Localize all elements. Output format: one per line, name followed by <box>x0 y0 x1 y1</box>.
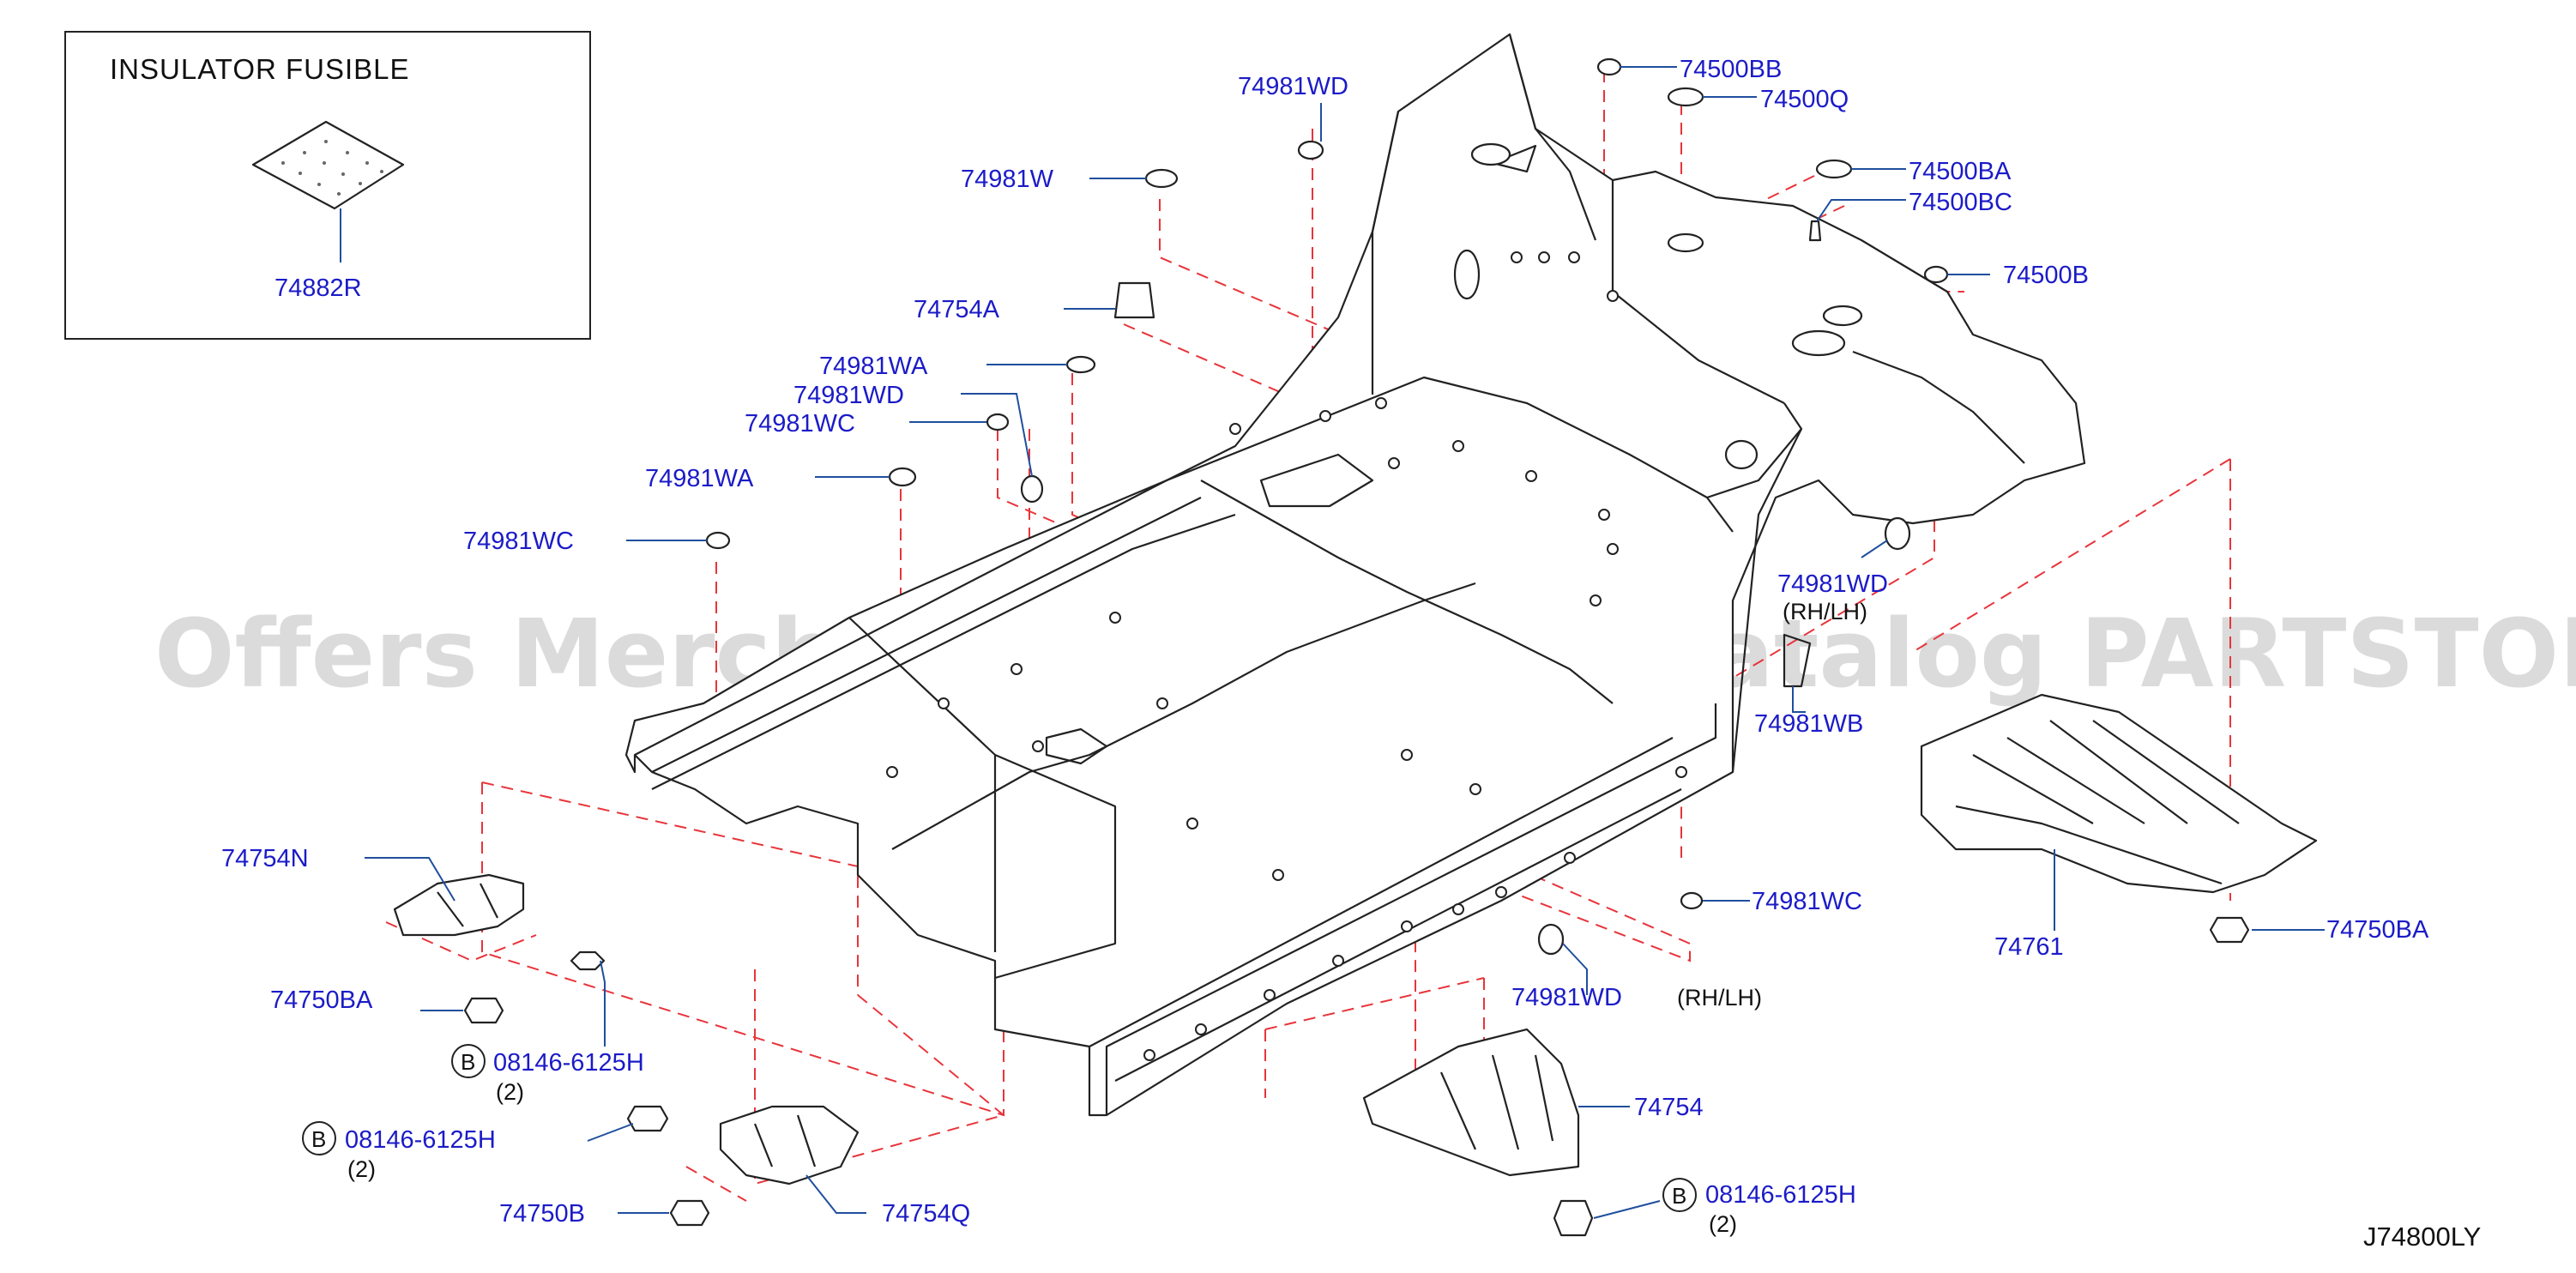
callout-74750B[interactable]: 74750B <box>499 1200 585 1228</box>
plug-74981WD-low-icon <box>1537 923 1565 956</box>
bolt-qty-1: (2) <box>496 1079 524 1105</box>
bolt-qty-2: (2) <box>347 1156 376 1182</box>
callout-74500BB[interactable]: 74500BB <box>1680 56 1782 83</box>
bolt-callout-1: B 08146-6125H (2) <box>451 1044 644 1105</box>
nut-74750BA-right-icon <box>2209 916 2250 944</box>
callout-74981WD-rh[interactable]: 74981WD <box>1777 570 1888 598</box>
leader-lines <box>365 66 2325 1219</box>
callout-74981WD-low[interactable]: 74981WD <box>1511 984 1622 1011</box>
callout-74754N[interactable]: 74754N <box>221 845 309 872</box>
callout-74761[interactable]: 74761 <box>1994 933 2064 961</box>
callout-74500BC[interactable]: 74500BC <box>1909 189 2012 216</box>
callout-74754A[interactable]: 74754A <box>914 296 1000 323</box>
plug-74981WD-2-icon <box>1020 474 1044 504</box>
callout-74500Q[interactable]: 74500Q <box>1760 86 1849 113</box>
bolt-marker-icon <box>302 1121 336 1155</box>
bolt-upper-left-icon <box>570 950 606 971</box>
plug-74981WC-2-icon <box>705 531 731 550</box>
callout-74981WB[interactable]: 74981WB <box>1754 710 1863 738</box>
floor-panel <box>624 33 2086 1117</box>
plug-74981WC-1-icon <box>986 413 1010 431</box>
callout-74981WC-2[interactable]: 74981WC <box>463 528 574 555</box>
plug-74500BA-icon <box>1815 159 1853 179</box>
insulator-74761-icon <box>1920 693 2318 894</box>
callout-74981W[interactable]: 74981W <box>961 166 1054 193</box>
callout-74754Q[interactable]: 74754Q <box>882 1200 970 1228</box>
insulator-74754Q-icon <box>719 1105 860 1186</box>
callout-74750BA-right[interactable]: 74750BA <box>2326 916 2429 944</box>
nut-74750BA-left-icon <box>463 997 504 1024</box>
callout-bolt-1[interactable]: 08146-6125H <box>493 1049 644 1077</box>
clip-74500BC-icon <box>1808 220 1822 242</box>
callout-bolt-2[interactable]: 08146-6125H <box>345 1126 496 1154</box>
callout-74500B[interactable]: 74500B <box>2003 262 2089 289</box>
inset-title: INSULATOR FUSIBLE <box>110 53 410 85</box>
callout-74981WA-2[interactable]: 74981WA <box>645 465 754 492</box>
bolt-lower-left-icon <box>626 1105 669 1132</box>
plug-74981WA-1-icon <box>1065 355 1096 374</box>
bolt-marker-letter: B <box>311 1126 326 1152</box>
plug-74500BB-icon <box>1596 57 1622 76</box>
bolt-lower-right-icon <box>1553 1199 1594 1237</box>
note-rhlh-1: (RH/LH) <box>1783 599 1867 624</box>
callout-74882R[interactable]: 74882R <box>274 275 362 302</box>
insulator-74754-icon <box>1362 1028 1580 1177</box>
callout-74981WA-1[interactable]: 74981WA <box>819 353 928 380</box>
bolt-marker-letter: B <box>461 1049 475 1075</box>
plug-74981WD-rh-icon <box>1884 516 1911 551</box>
bolt-qty-3: (2) <box>1709 1211 1737 1237</box>
callout-74500BA[interactable]: 74500BA <box>1909 158 2012 185</box>
insulator-pad-icon <box>251 120 405 210</box>
diagram-id: J74800LY <box>2363 1222 2481 1252</box>
bolt-marker-icon <box>451 1044 486 1078</box>
bolt-callout-2: B 08146-6125H (2) <box>302 1121 496 1182</box>
callout-74750BA-left[interactable]: 74750BA <box>270 986 373 1014</box>
callout-74981WC-1[interactable]: 74981WC <box>745 410 855 437</box>
callout-74754[interactable]: 74754 <box>1634 1094 1704 1121</box>
plug-74981WD-top-icon <box>1297 140 1324 160</box>
callout-labels: 74500BB 74500Q 74500BA 74500BC 74500B 74… <box>221 56 2429 1228</box>
plug-74981W-icon <box>1144 168 1179 189</box>
callout-bolt-3[interactable]: 08146-6125H <box>1705 1181 1856 1209</box>
nut-74750B-icon <box>669 1199 710 1227</box>
bolt-callout-3: B 08146-6125H (2) <box>1662 1178 1856 1237</box>
bolt-marker-icon <box>1662 1178 1697 1212</box>
note-rhlh-2: (RH/LH) <box>1677 985 1762 1011</box>
plug-74500Q-icon <box>1667 87 1704 107</box>
clip-74981WB-icon <box>1783 633 1812 688</box>
inset-insulator-fusible: INSULATOR FUSIBLE 74882R <box>64 31 591 340</box>
clip-74754A-icon <box>1113 281 1155 319</box>
plug-74981WC-3-icon <box>1680 891 1704 910</box>
callout-74981WD-top[interactable]: 74981WD <box>1238 73 1348 100</box>
plug-74500B-icon <box>1923 265 1949 284</box>
insulator-74754N-icon <box>393 873 525 937</box>
callout-74981WD-2[interactable]: 74981WD <box>793 382 904 409</box>
callout-74981WC-3[interactable]: 74981WC <box>1752 888 1862 915</box>
plug-74981WA-2-icon <box>888 467 917 487</box>
bolt-marker-letter: B <box>1672 1183 1686 1209</box>
